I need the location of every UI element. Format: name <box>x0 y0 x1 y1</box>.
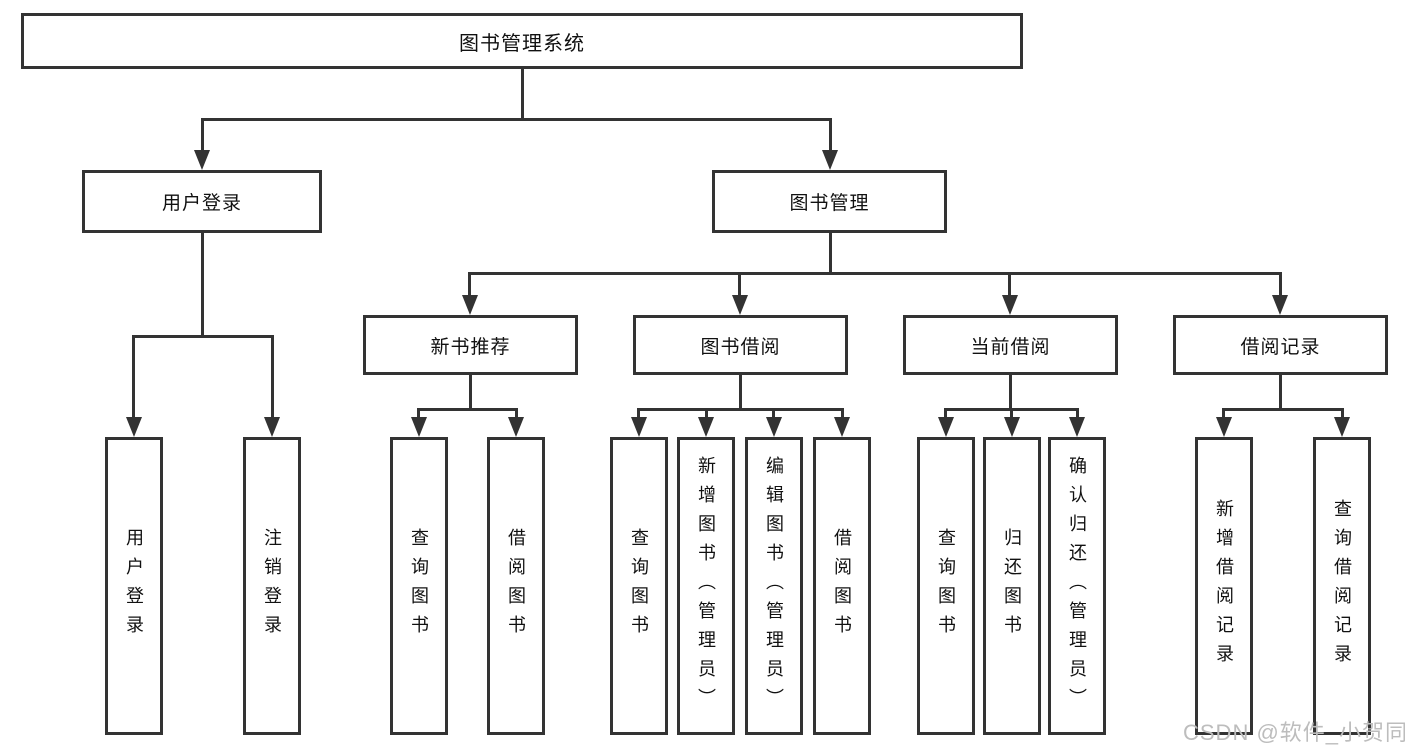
node-library-system: 图书管理系统 <box>21 13 1023 69</box>
leaf-add-borrow-record-label: 新增借阅记录 <box>1214 499 1234 673</box>
connector-line <box>201 118 832 121</box>
connector-line <box>1010 408 1013 420</box>
connector-line <box>1076 408 1079 420</box>
node-book-management-label: 图书管理 <box>789 193 870 214</box>
node-current-borrow: 当前借阅 <box>903 315 1118 375</box>
arrow-down-icon <box>508 417 524 437</box>
arrow-down-icon <box>194 150 210 170</box>
leaf-borrow-query-book-label: 查询图书 <box>629 528 649 644</box>
connector-line <box>1222 408 1344 411</box>
node-library-system-label: 图书管理系统 <box>459 32 585 55</box>
arrow-down-icon <box>766 417 782 437</box>
node-user-login-label: 用户登录 <box>161 193 242 214</box>
node-borrow-records: 借阅记录 <box>1173 315 1388 375</box>
leaf-user-login: 用户登录 <box>105 437 163 735</box>
csdn-watermark: CSDN @软件_小贺同学 <box>1183 720 1405 745</box>
arrow-down-icon <box>1002 295 1018 315</box>
arrow-down-icon <box>1334 417 1350 437</box>
leaf-recommend-query-book-label: 查询图书 <box>409 528 429 644</box>
leaf-query-borrow-record: 查询借阅记录 <box>1313 437 1371 735</box>
connector-line <box>132 335 274 338</box>
node-new-book-recommend-label: 新书推荐 <box>430 336 511 358</box>
leaf-borrow-query-book: 查询图书 <box>610 437 668 735</box>
arrow-down-icon <box>631 417 647 437</box>
connector-line <box>738 272 741 298</box>
connector-line <box>1222 408 1225 420</box>
leaf-confirm-return-admin-label: 确认归还（管理员） <box>1067 455 1087 717</box>
connector-line <box>417 408 518 411</box>
connector-line <box>944 408 947 420</box>
node-borrow-records-label: 借阅记录 <box>1240 336 1321 358</box>
arrow-down-icon <box>822 150 838 170</box>
connector-line <box>829 233 832 275</box>
connector-line <box>521 69 524 121</box>
connector-line <box>1009 375 1012 411</box>
arrow-down-icon <box>411 417 427 437</box>
connector-line <box>739 375 742 411</box>
node-new-book-recommend: 新书推荐 <box>363 315 578 375</box>
connector-line <box>132 335 135 420</box>
leaf-user-login-label: 用户登录 <box>124 528 144 644</box>
connector-line <box>417 408 420 420</box>
leaf-logout-label: 注销登录 <box>262 528 282 644</box>
node-user-login: 用户登录 <box>82 170 322 233</box>
leaf-return-book-label: 归还图书 <box>1002 528 1022 644</box>
leaf-current-query-book: 查询图书 <box>917 437 975 735</box>
arrow-down-icon <box>1272 295 1288 315</box>
node-book-borrow: 图书借阅 <box>633 315 848 375</box>
leaf-add-borrow-record: 新增借阅记录 <box>1195 437 1253 735</box>
leaf-add-book-admin: 新增图书（管理员） <box>677 437 735 735</box>
arrow-down-icon <box>1069 417 1085 437</box>
leaf-recommend-borrow-book: 借阅图书 <box>487 437 545 735</box>
connector-line <box>1008 272 1011 298</box>
leaf-logout: 注销登录 <box>243 437 301 735</box>
connector-line <box>468 272 1282 275</box>
connector-line <box>705 408 708 420</box>
connector-line <box>1279 375 1282 411</box>
connector-line <box>1341 408 1344 420</box>
connector-line <box>637 408 844 411</box>
node-book-borrow-label: 图书借阅 <box>700 336 781 358</box>
connector-line <box>201 118 204 153</box>
leaf-borrow-book-label: 借阅图书 <box>832 528 852 644</box>
leaf-recommend-query-book: 查询图书 <box>390 437 448 735</box>
arrow-down-icon <box>698 417 714 437</box>
connector-line <box>468 272 471 298</box>
arrow-down-icon <box>264 417 280 437</box>
connector-line <box>271 335 274 420</box>
leaf-add-book-admin-label: 新增图书（管理员） <box>696 455 716 717</box>
node-book-management: 图书管理 <box>712 170 947 233</box>
connector-line <box>1279 272 1282 298</box>
leaf-query-borrow-record-label: 查询借阅记录 <box>1332 499 1352 673</box>
arrow-down-icon <box>732 295 748 315</box>
leaf-return-book: 归还图书 <box>983 437 1041 735</box>
leaf-edit-book-admin-label: 编辑图书（管理员） <box>764 455 784 717</box>
leaf-recommend-borrow-book-label: 借阅图书 <box>506 528 526 644</box>
arrow-down-icon <box>1216 417 1232 437</box>
arrow-down-icon <box>126 417 142 437</box>
arrow-down-icon <box>1004 417 1020 437</box>
connector-line <box>841 408 844 420</box>
node-current-borrow-label: 当前借阅 <box>970 336 1051 358</box>
leaf-current-query-book-label: 查询图书 <box>936 528 956 644</box>
arrow-down-icon <box>462 295 478 315</box>
arrow-down-icon <box>834 417 850 437</box>
connector-line <box>637 408 640 420</box>
connector-line <box>772 408 775 420</box>
connector-line <box>469 375 472 411</box>
leaf-edit-book-admin: 编辑图书（管理员） <box>745 437 803 735</box>
connector-line <box>515 408 518 420</box>
connector-line <box>201 233 204 338</box>
leaf-confirm-return-admin: 确认归还（管理员） <box>1048 437 1106 735</box>
leaf-borrow-book: 借阅图书 <box>813 437 871 735</box>
arrow-down-icon <box>938 417 954 437</box>
connector-line <box>829 118 832 153</box>
